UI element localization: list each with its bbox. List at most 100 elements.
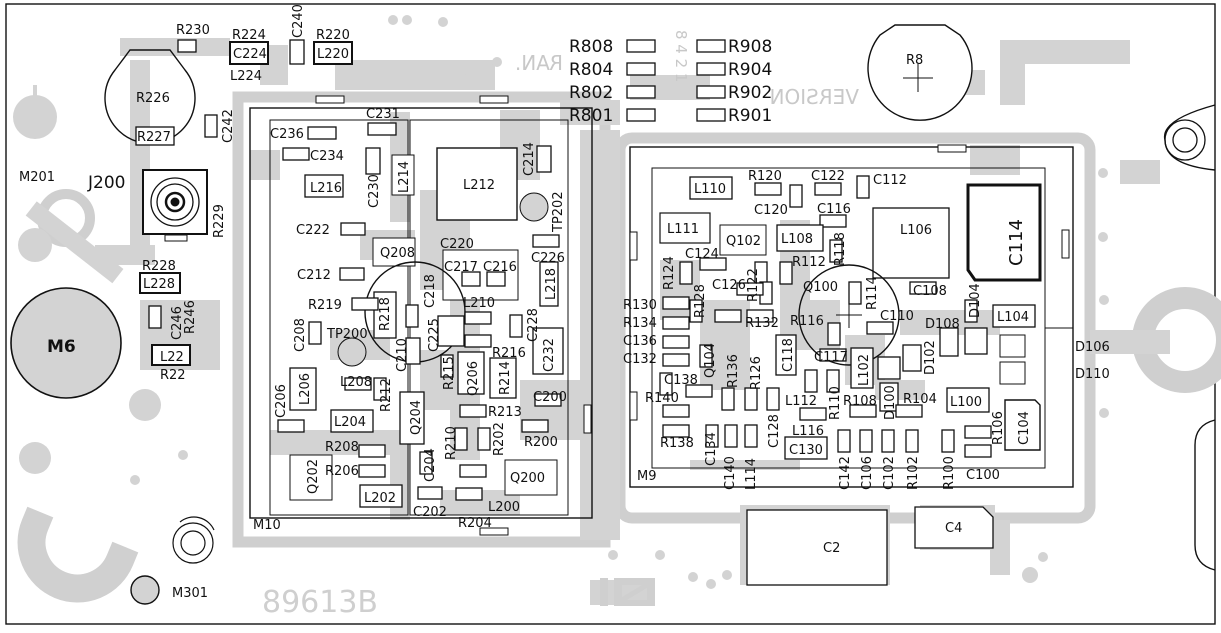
silkscreen <box>10 24 1216 605</box>
label-l206: L206 <box>298 373 313 405</box>
label-l204: L204 <box>334 415 366 430</box>
label-r102: R102 <box>906 456 921 490</box>
labels: M201 J200 R230 R224 C224 L224 C240 R220 … <box>19 4 1110 620</box>
label-r213: R213 <box>488 405 522 420</box>
label-r210: R210 <box>444 426 459 460</box>
label-m6: M6 <box>47 337 76 357</box>
label-c228: C228 <box>526 308 541 342</box>
label-q200: Q200 <box>510 471 545 486</box>
label-r110: R110 <box>828 386 843 420</box>
label-r202: R202 <box>492 422 507 456</box>
label-r120: R120 <box>748 169 782 184</box>
label-c2: C2 <box>823 541 840 556</box>
label-r140: R140 <box>645 391 679 406</box>
label-c231: C231 <box>366 107 400 122</box>
label-c126: C126 <box>712 278 746 293</box>
label-c100: C100 <box>966 468 1000 483</box>
label-c236: C236 <box>270 127 304 142</box>
watermark-89613b: 89613B <box>262 585 378 620</box>
label-c114: C114 <box>1006 219 1027 266</box>
label-r200: R200 <box>524 435 558 450</box>
label-c246: C246 <box>170 306 185 340</box>
label-c200: C200 <box>533 390 567 405</box>
label-c134: C134 <box>704 432 719 466</box>
label-r114: R114 <box>865 276 880 310</box>
label-r227: R227 <box>137 130 171 145</box>
label-r100: R100 <box>942 456 957 490</box>
label-r220: R220 <box>316 28 350 43</box>
label-r204: R204 <box>458 516 492 531</box>
label-l214: L214 <box>397 161 412 193</box>
label-c138: C138 <box>664 373 698 388</box>
label-r206: R206 <box>325 464 359 479</box>
label-c204: C204 <box>423 448 438 482</box>
mirrored-version: VERSION <box>769 85 859 109</box>
label-l200: L200 <box>488 500 520 515</box>
label-c117: C117 <box>814 350 848 365</box>
label-c216: C216 <box>483 260 517 275</box>
label-l220: L220 <box>317 47 349 62</box>
label-q208: Q208 <box>380 246 415 261</box>
label-m301: M301 <box>172 586 208 601</box>
label-d110: D110 <box>1075 367 1110 382</box>
label-l22: L22 <box>160 350 184 365</box>
label-q100: Q100 <box>803 280 838 295</box>
label-c140: C140 <box>723 456 738 490</box>
label-r106: R106 <box>991 411 1006 445</box>
label-c108: C108 <box>913 284 947 299</box>
label-c224: C224 <box>233 47 267 62</box>
label-c112: C112 <box>873 173 907 188</box>
label-r112: R112 <box>792 255 826 270</box>
label-c208: C208 <box>293 318 308 352</box>
label-c128: C128 <box>767 414 782 448</box>
label-c110: C110 <box>880 309 914 324</box>
label-c217: C217 <box>444 260 478 275</box>
label-q206: Q206 <box>466 361 481 396</box>
label-c136: C136 <box>623 334 657 349</box>
label-q104: Q104 <box>703 343 718 378</box>
label-r219: R219 <box>308 298 342 313</box>
label-c218: C218 <box>423 274 438 308</box>
label-r226: R226 <box>136 91 170 106</box>
label-r118: R118 <box>833 232 848 266</box>
label-c230: C230 <box>367 174 382 208</box>
label-l116: L116 <box>792 424 824 439</box>
label-c234: C234 <box>310 149 344 164</box>
label-c206: C206 <box>274 384 289 418</box>
label-l208: L208 <box>340 375 372 390</box>
label-r132: R132 <box>745 316 779 331</box>
label-c122: C122 <box>811 169 845 184</box>
label-r801: R801 <box>569 106 613 126</box>
label-m10: M10 <box>253 518 281 533</box>
label-l108: L108 <box>781 232 813 247</box>
label-r212: R212 <box>379 378 394 412</box>
label-l104: L104 <box>997 310 1029 325</box>
label-r908: R908 <box>728 37 772 57</box>
label-r901: R901 <box>728 106 772 126</box>
label-r22: R22 <box>160 368 186 383</box>
label-r808: R808 <box>569 37 613 57</box>
label-r246: R246 <box>183 300 198 334</box>
label-c202: C202 <box>413 505 447 520</box>
label-c242: C242 <box>221 109 236 143</box>
label-d102: D102 <box>923 340 938 375</box>
label-r228: R228 <box>142 259 176 274</box>
label-r215: R215 <box>442 356 457 390</box>
label-j200: J200 <box>87 173 125 193</box>
label-q202: Q202 <box>306 459 321 494</box>
label-r214: R214 <box>498 361 513 395</box>
label-l216: L216 <box>310 181 342 196</box>
label-r128: R128 <box>693 284 708 318</box>
label-l111: L111 <box>667 222 699 237</box>
label-tp202: TP202 <box>551 191 566 233</box>
label-l106: L106 <box>900 223 932 238</box>
label-r224: R224 <box>232 28 266 43</box>
label-c214: C214 <box>522 142 537 176</box>
label-l114: L114 <box>744 458 759 490</box>
label-d108: D108 <box>925 317 960 332</box>
label-c124: C124 <box>685 247 719 262</box>
label-r216: R216 <box>492 346 526 361</box>
label-c225: C225 <box>427 318 442 352</box>
label-l210: L210 <box>463 296 495 311</box>
label-r136: R136 <box>726 354 741 388</box>
